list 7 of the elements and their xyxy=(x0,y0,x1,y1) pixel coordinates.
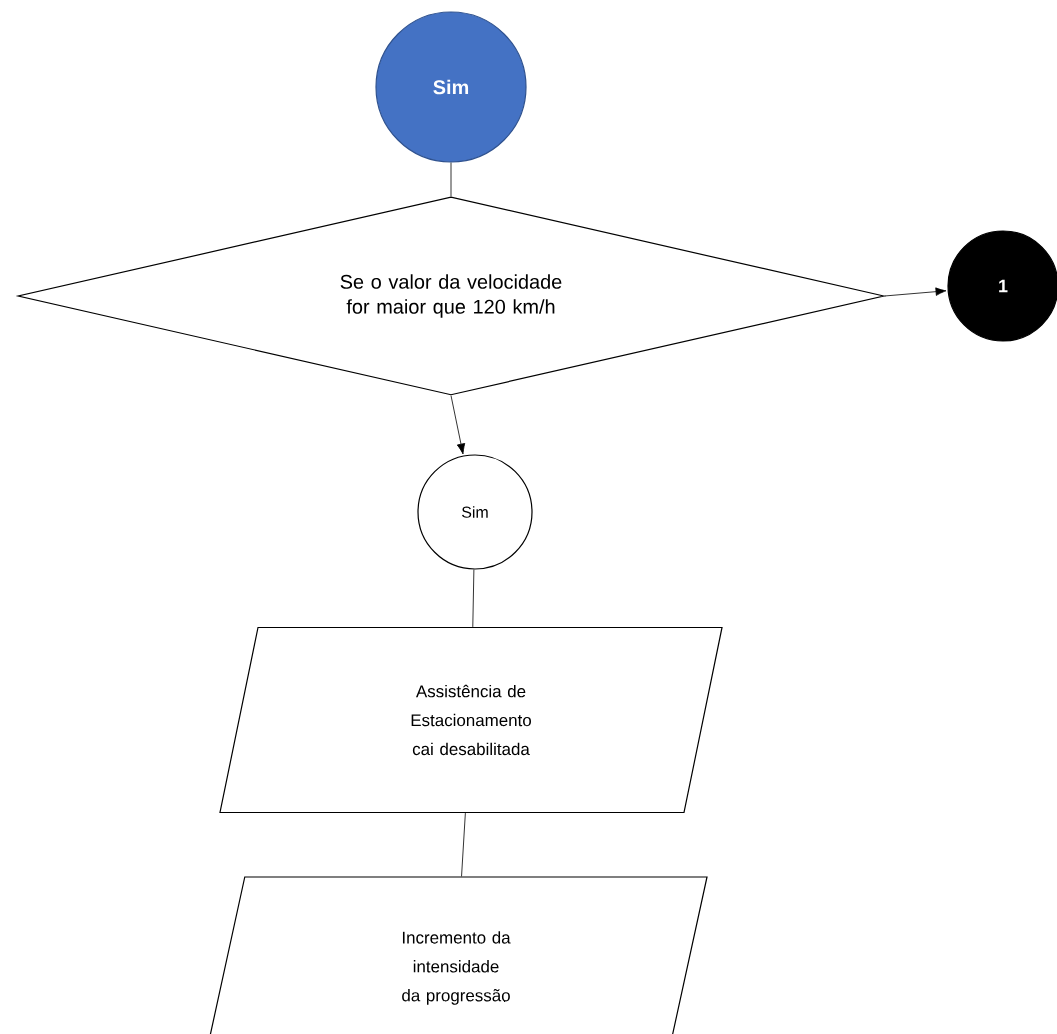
process-parallelogram: Assistência de Estacionamento cai desabilitada xyxy=(219,626,723,814)
arrow xyxy=(450,395,466,455)
connector-line xyxy=(472,569,475,628)
arrow xyxy=(884,287,947,297)
connector-line xyxy=(450,162,452,197)
connector-line xyxy=(461,812,466,877)
process-parallelogram: Incremento da intensidade da progressão xyxy=(204,876,708,1034)
